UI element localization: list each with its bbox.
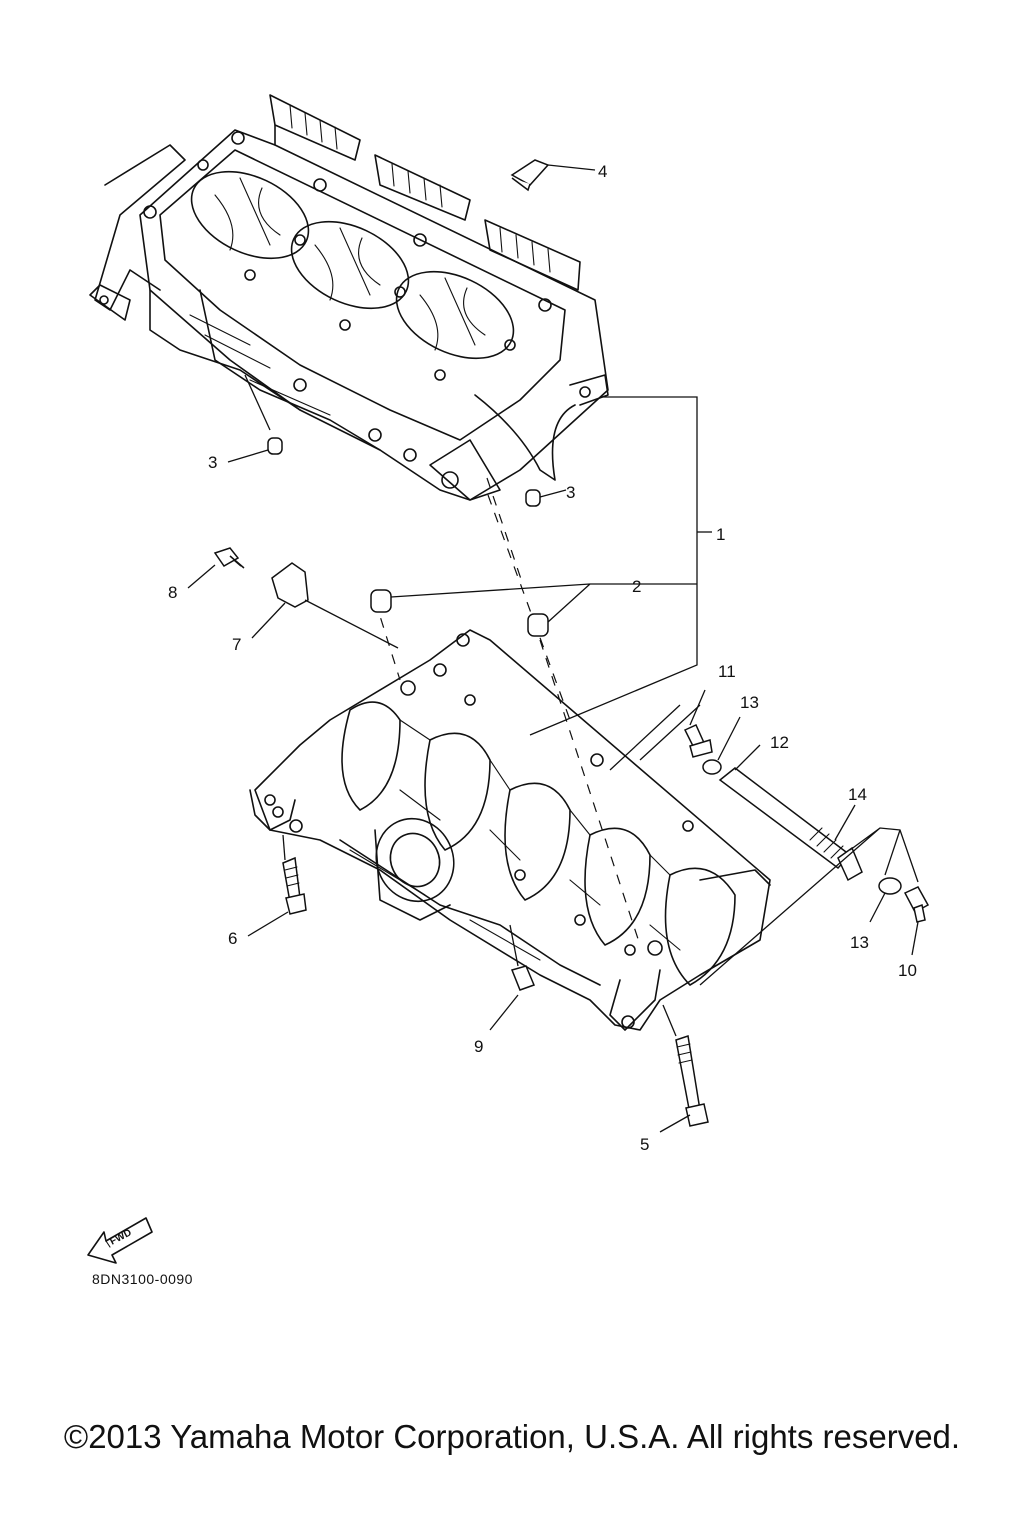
part-14-hose — [718, 744, 863, 882]
callout-5: 5 — [640, 1135, 649, 1154]
part-13-clamp-lower — [869, 877, 902, 923]
callout-labels: 1 2 3 3 4 5 6 7 8 9 10 11 12 13 13 14 — [168, 162, 917, 1154]
part-2-dowel-b — [527, 613, 549, 637]
part-8-bolt — [187, 547, 245, 589]
callout-9: 9 — [474, 1037, 483, 1056]
part-3-dowel-upper — [227, 437, 283, 463]
part-10-fitting — [903, 886, 930, 956]
drawing-code: 8DN3100-0090 — [92, 1271, 193, 1287]
lower-crankcase — [249, 629, 771, 1031]
assembly-bracket — [529, 396, 712, 736]
callout-11: 11 — [718, 662, 736, 681]
part-6-bolt — [247, 834, 307, 937]
part-2-dowel-a — [370, 589, 392, 613]
upper-crankcase — [89, 94, 609, 501]
callout-13a: 13 — [740, 693, 759, 712]
part-13-clamp-upper — [702, 716, 741, 775]
part-7-bracket — [251, 562, 399, 649]
callout-14: 14 — [848, 785, 867, 804]
alignment-lines — [244, 374, 641, 946]
cylinder-bores — [190, 170, 515, 360]
part-5-bolt — [659, 1004, 709, 1133]
callout-3b: 3 — [566, 483, 575, 502]
callout-4: 4 — [598, 162, 607, 181]
callout-3a: 3 — [208, 453, 217, 472]
callout-13b: 13 — [850, 933, 869, 952]
callout-1: 1 — [716, 525, 725, 544]
callout-12: 12 — [770, 733, 789, 752]
callout-7: 7 — [232, 635, 241, 654]
callout-10: 10 — [898, 961, 917, 980]
crank-journals — [341, 701, 736, 986]
callout-8: 8 — [168, 583, 177, 602]
callout-2: 2 — [632, 577, 641, 596]
part-11-elbow — [609, 689, 713, 771]
callout-6: 6 — [228, 929, 237, 948]
deck-bolt-holes — [143, 131, 552, 381]
part-9-fitting — [489, 924, 535, 1031]
part-4-fitting — [510, 159, 596, 192]
part-3-dowel-lower — [525, 489, 567, 507]
forward-arrow-icon: FWD — [87, 1217, 153, 1264]
copyright-notice: ©2013 Yamaha Motor Corporation, U.S.A. A… — [63, 1418, 961, 1455]
